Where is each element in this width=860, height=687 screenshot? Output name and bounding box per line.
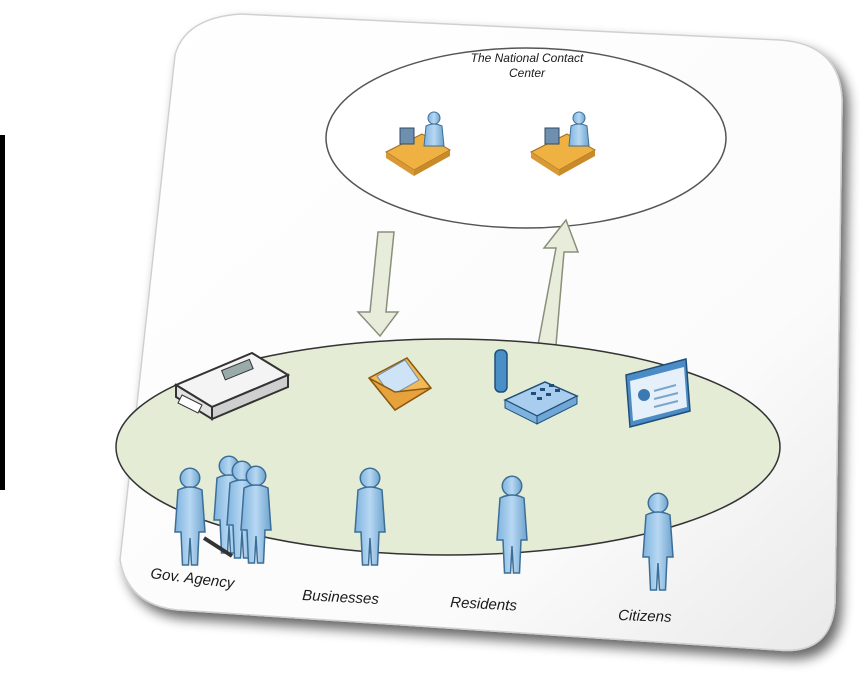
left-black-bar bbox=[0, 135, 5, 490]
telephone-icon bbox=[494, 349, 579, 425]
fax-icon bbox=[173, 351, 291, 421]
down-arrow bbox=[356, 231, 400, 338]
label-businesses: Businesses bbox=[302, 587, 380, 608]
up-arrow bbox=[537, 218, 580, 346]
web-page-icon bbox=[625, 358, 691, 428]
center-title-line2: Center bbox=[509, 66, 546, 80]
email-envelope-icon bbox=[367, 357, 433, 411]
contact-center-ellipse bbox=[325, 47, 727, 229]
table-line bbox=[202, 536, 234, 558]
label-citizens: Citizens bbox=[618, 607, 672, 626]
center-title-line1: The National Contact bbox=[471, 51, 584, 65]
channels-ellipse bbox=[115, 338, 781, 556]
label-residents: Residents bbox=[450, 594, 518, 614]
